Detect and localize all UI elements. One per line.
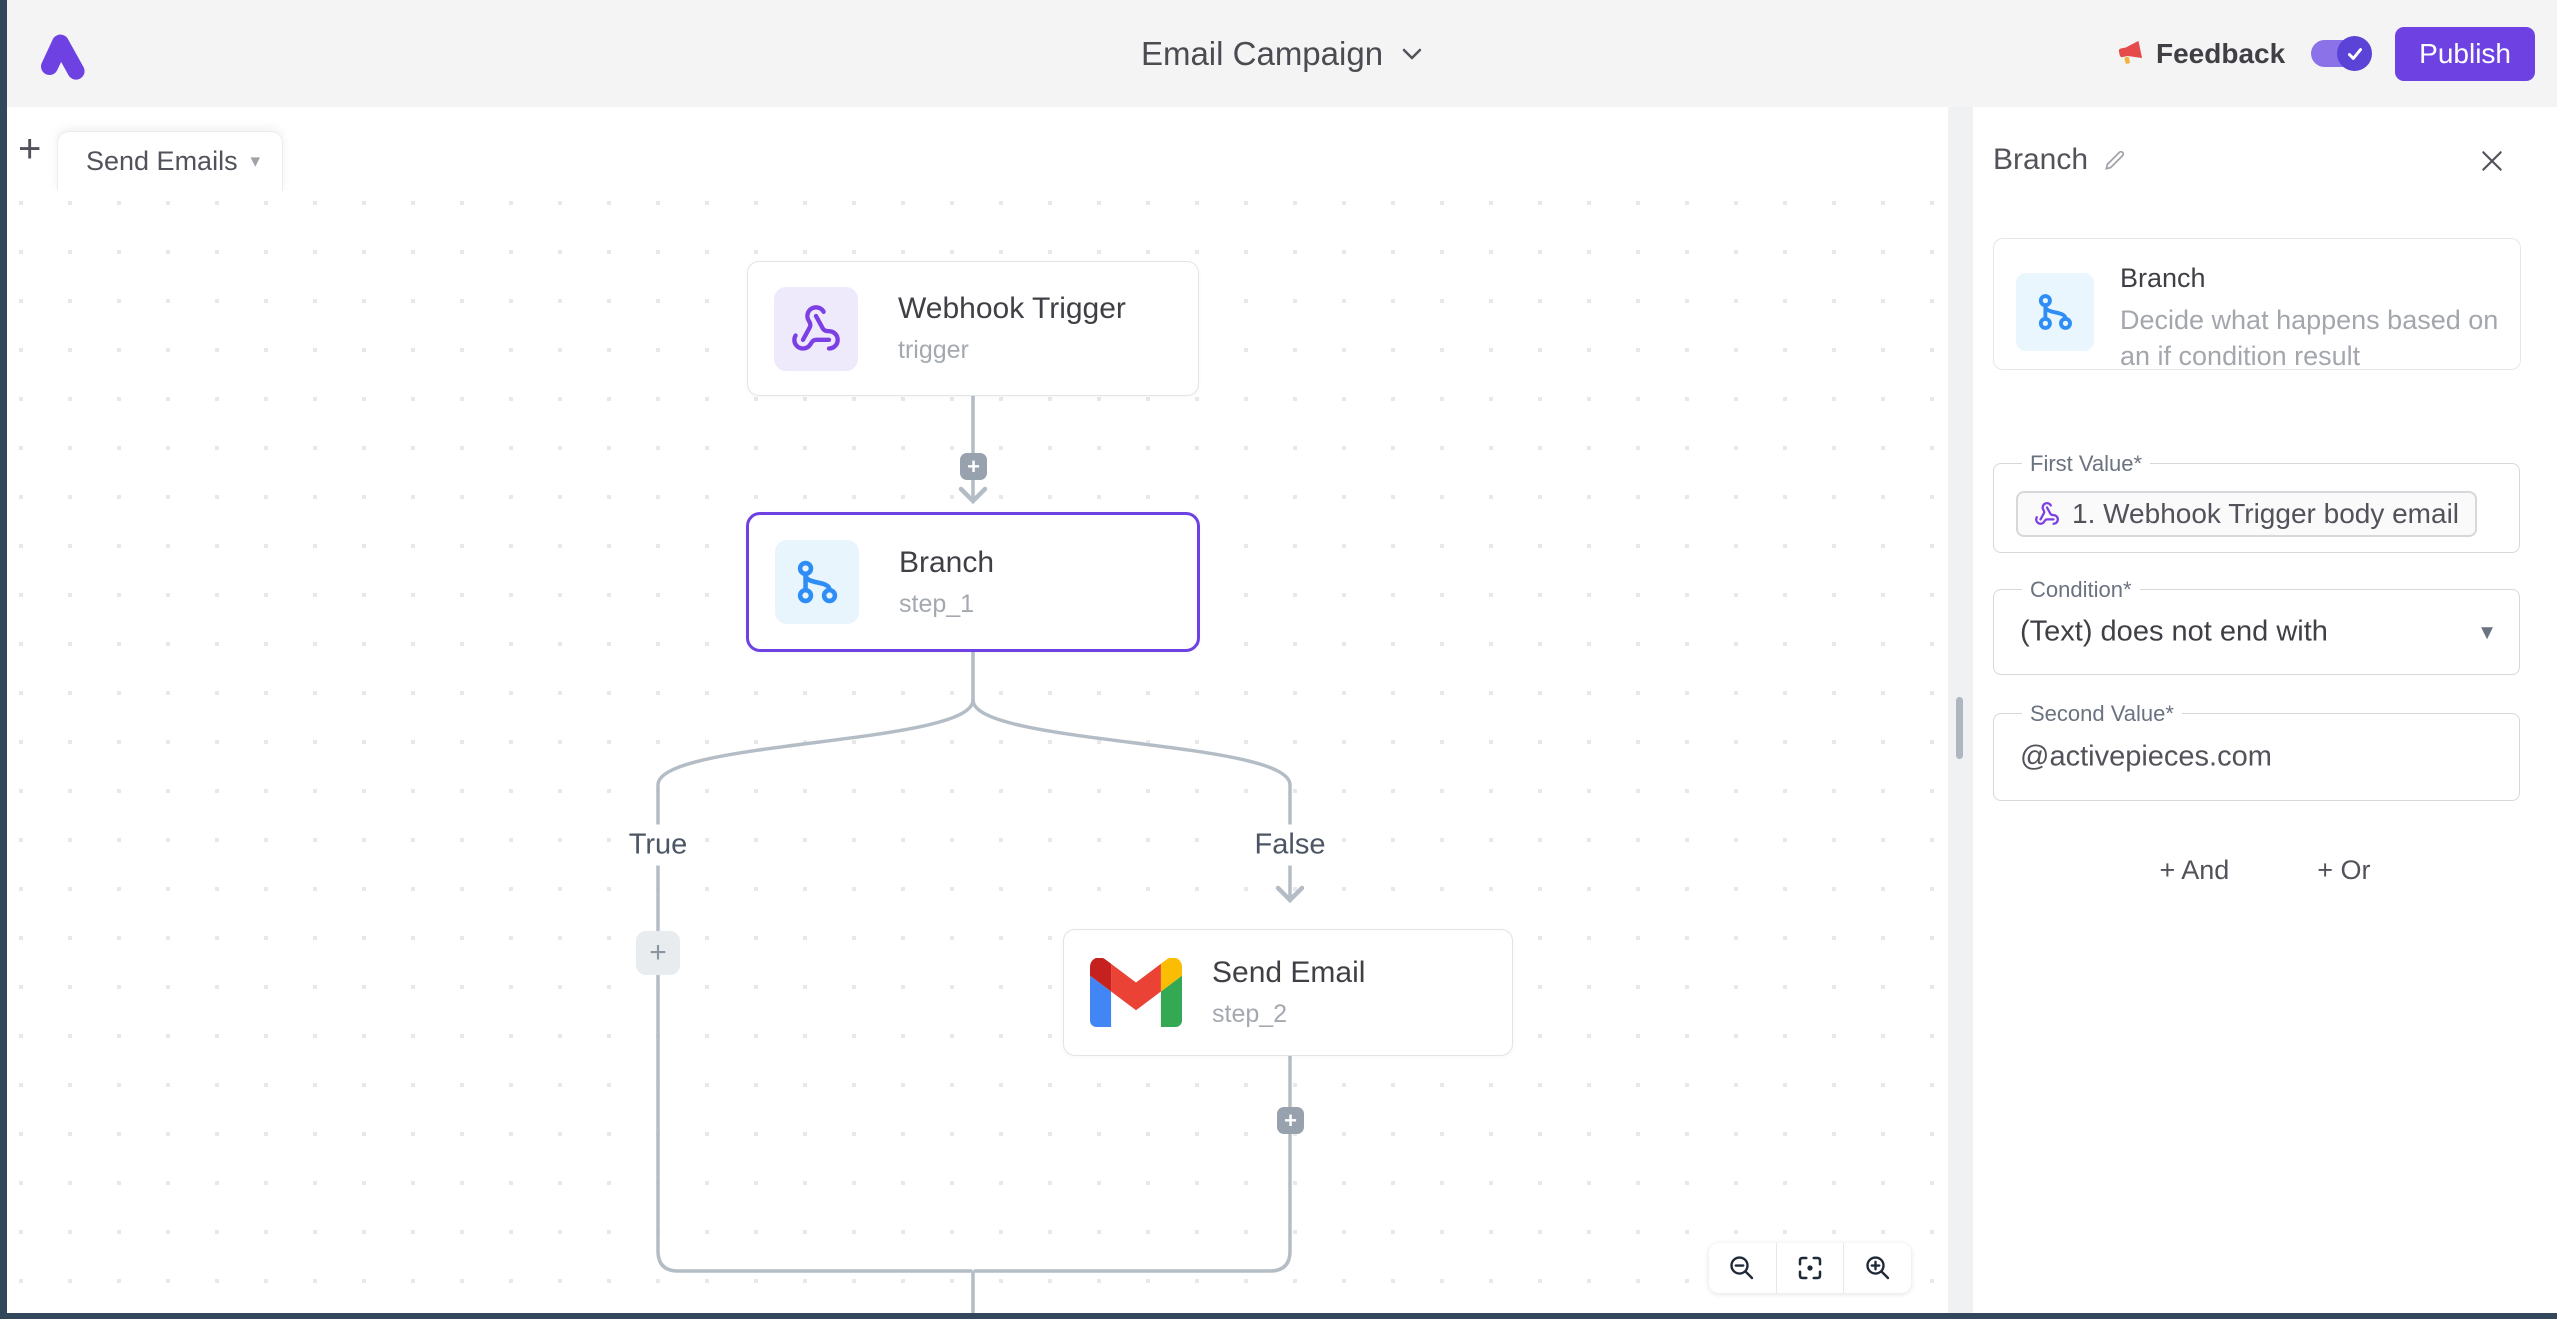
publish-button[interactable]: Publish [2395,26,2535,81]
zoom-out-button[interactable] [1709,1243,1776,1293]
first-value-field[interactable]: First Value* 1. Webhook Trigger body ema… [1993,451,2520,553]
condition-select[interactable]: Condition* (Text) does not end with ▾ [1993,577,2520,675]
node-subtitle: trigger [898,336,969,364]
flow-tab-label: Send Emails [86,146,238,176]
piece-description: Decide what happens based on an if condi… [2120,305,2499,371]
branch-iconbox [775,540,859,624]
webhook-icon [792,304,840,351]
branch-icon [2038,294,2072,330]
window-edge-bottom [0,1313,2557,1319]
select-caret-icon: ▾ [2480,618,2493,646]
branch-iconbox [2016,273,2094,351]
node-text: Webhook Trigger trigger [898,292,1126,365]
fit-view-icon [1798,1256,1822,1280]
add-or-condition-button[interactable]: + Or [2305,847,2382,894]
condition-group-actions: + And + Or [1973,847,2557,894]
condition-value: (Text) does not end with [2020,615,2328,648]
flow-tab-send-emails[interactable]: Send Emails ▾ [57,131,283,191]
step-settings-panel: Branch Branch Decide what happens based … [1973,107,2557,1313]
first-value-label: First Value* [2022,451,2151,477]
flow-enabled-toggle[interactable] [2311,36,2373,71]
gmail-icon [1090,958,1182,1027]
webhook-iconbox [774,286,858,371]
flow-title: Email Campaign [1140,34,1384,72]
node-send-email[interactable]: Send Email step_2 [1063,929,1513,1056]
close-icon [2482,151,2502,171]
toggle-knob [2337,36,2373,71]
node-subtitle: step_1 [899,589,975,618]
window-edge-left [0,0,7,1319]
piece-info-card: Branch Decide what happens based on an i… [1993,238,2521,371]
feedback-label: Feedback [2155,37,2286,69]
webhook-icon [2035,502,2059,525]
activepieces-logo-icon[interactable] [34,26,90,82]
add-step-button-true-branch[interactable]: + [636,931,680,975]
resize-handle[interactable] [1956,697,1963,759]
node-text: Branch step_1 [899,546,994,619]
check-icon [2347,47,2362,60]
add-step-button[interactable]: + [960,453,987,480]
add-flow-button[interactable]: + [18,127,42,171]
megaphone-icon [2118,40,2143,64]
zoom-in-icon [1865,1256,1889,1280]
branch-icon [797,560,838,604]
top-header: Email Campaign Feedback [7,0,2557,107]
node-title: Branch [899,545,995,579]
panel-title: Branch [1993,143,2089,176]
node-branch[interactable]: Branch step_1 [746,512,1200,652]
tab-dropdown-caret-icon[interactable]: ▾ [250,151,260,172]
zoom-in-button[interactable] [1843,1243,1911,1293]
second-value-field[interactable]: Second Value* @activepieces.com [1993,701,2520,801]
condition-label: Condition* [2022,577,2140,603]
piece-title: Branch [2120,263,2206,293]
feedback-button[interactable]: Feedback [2116,38,2285,70]
branch-false-label: False [1242,824,1338,866]
add-and-condition-button[interactable]: + And [2147,847,2241,894]
add-step-button-after-send-email[interactable]: + [1277,1107,1304,1134]
close-panel-button[interactable] [2472,141,2512,181]
edit-pencil-icon[interactable] [2102,147,2128,173]
chevron-down-icon [1402,48,1422,59]
canvas-zoom-controls [1709,1243,1911,1293]
flow-title-group[interactable]: Email Campaign [1141,0,1423,107]
panel-resize-gutter [1948,107,1973,1313]
zoom-out-icon [1730,1256,1754,1280]
first-value-token[interactable]: 1. Webhook Trigger body email [2016,491,2478,537]
flow-tab-bar: + Send Emails ▾ Test flow [7,107,1948,270]
second-value-input[interactable]: @activepieces.com [2020,740,2272,773]
node-title: Send Email [1212,956,1366,989]
node-subtitle: step_2 [1212,1000,1288,1028]
piece-info-text: Branch Decide what happens based on an i… [2120,263,2515,374]
fit-view-button[interactable] [1775,1243,1844,1293]
second-value-label: Second Value* [2022,701,2182,727]
token-text: 1. Webhook Trigger body email [2072,498,2460,529]
header-actions: Feedback Publish [2116,0,2535,107]
branch-true-label: True [616,824,700,866]
node-webhook-trigger[interactable]: Webhook Trigger trigger [747,261,1199,396]
node-title: Webhook Trigger [898,292,1126,325]
panel-header: Branch [1993,143,2128,177]
node-text: Send Email step_2 [1212,956,1365,1029]
